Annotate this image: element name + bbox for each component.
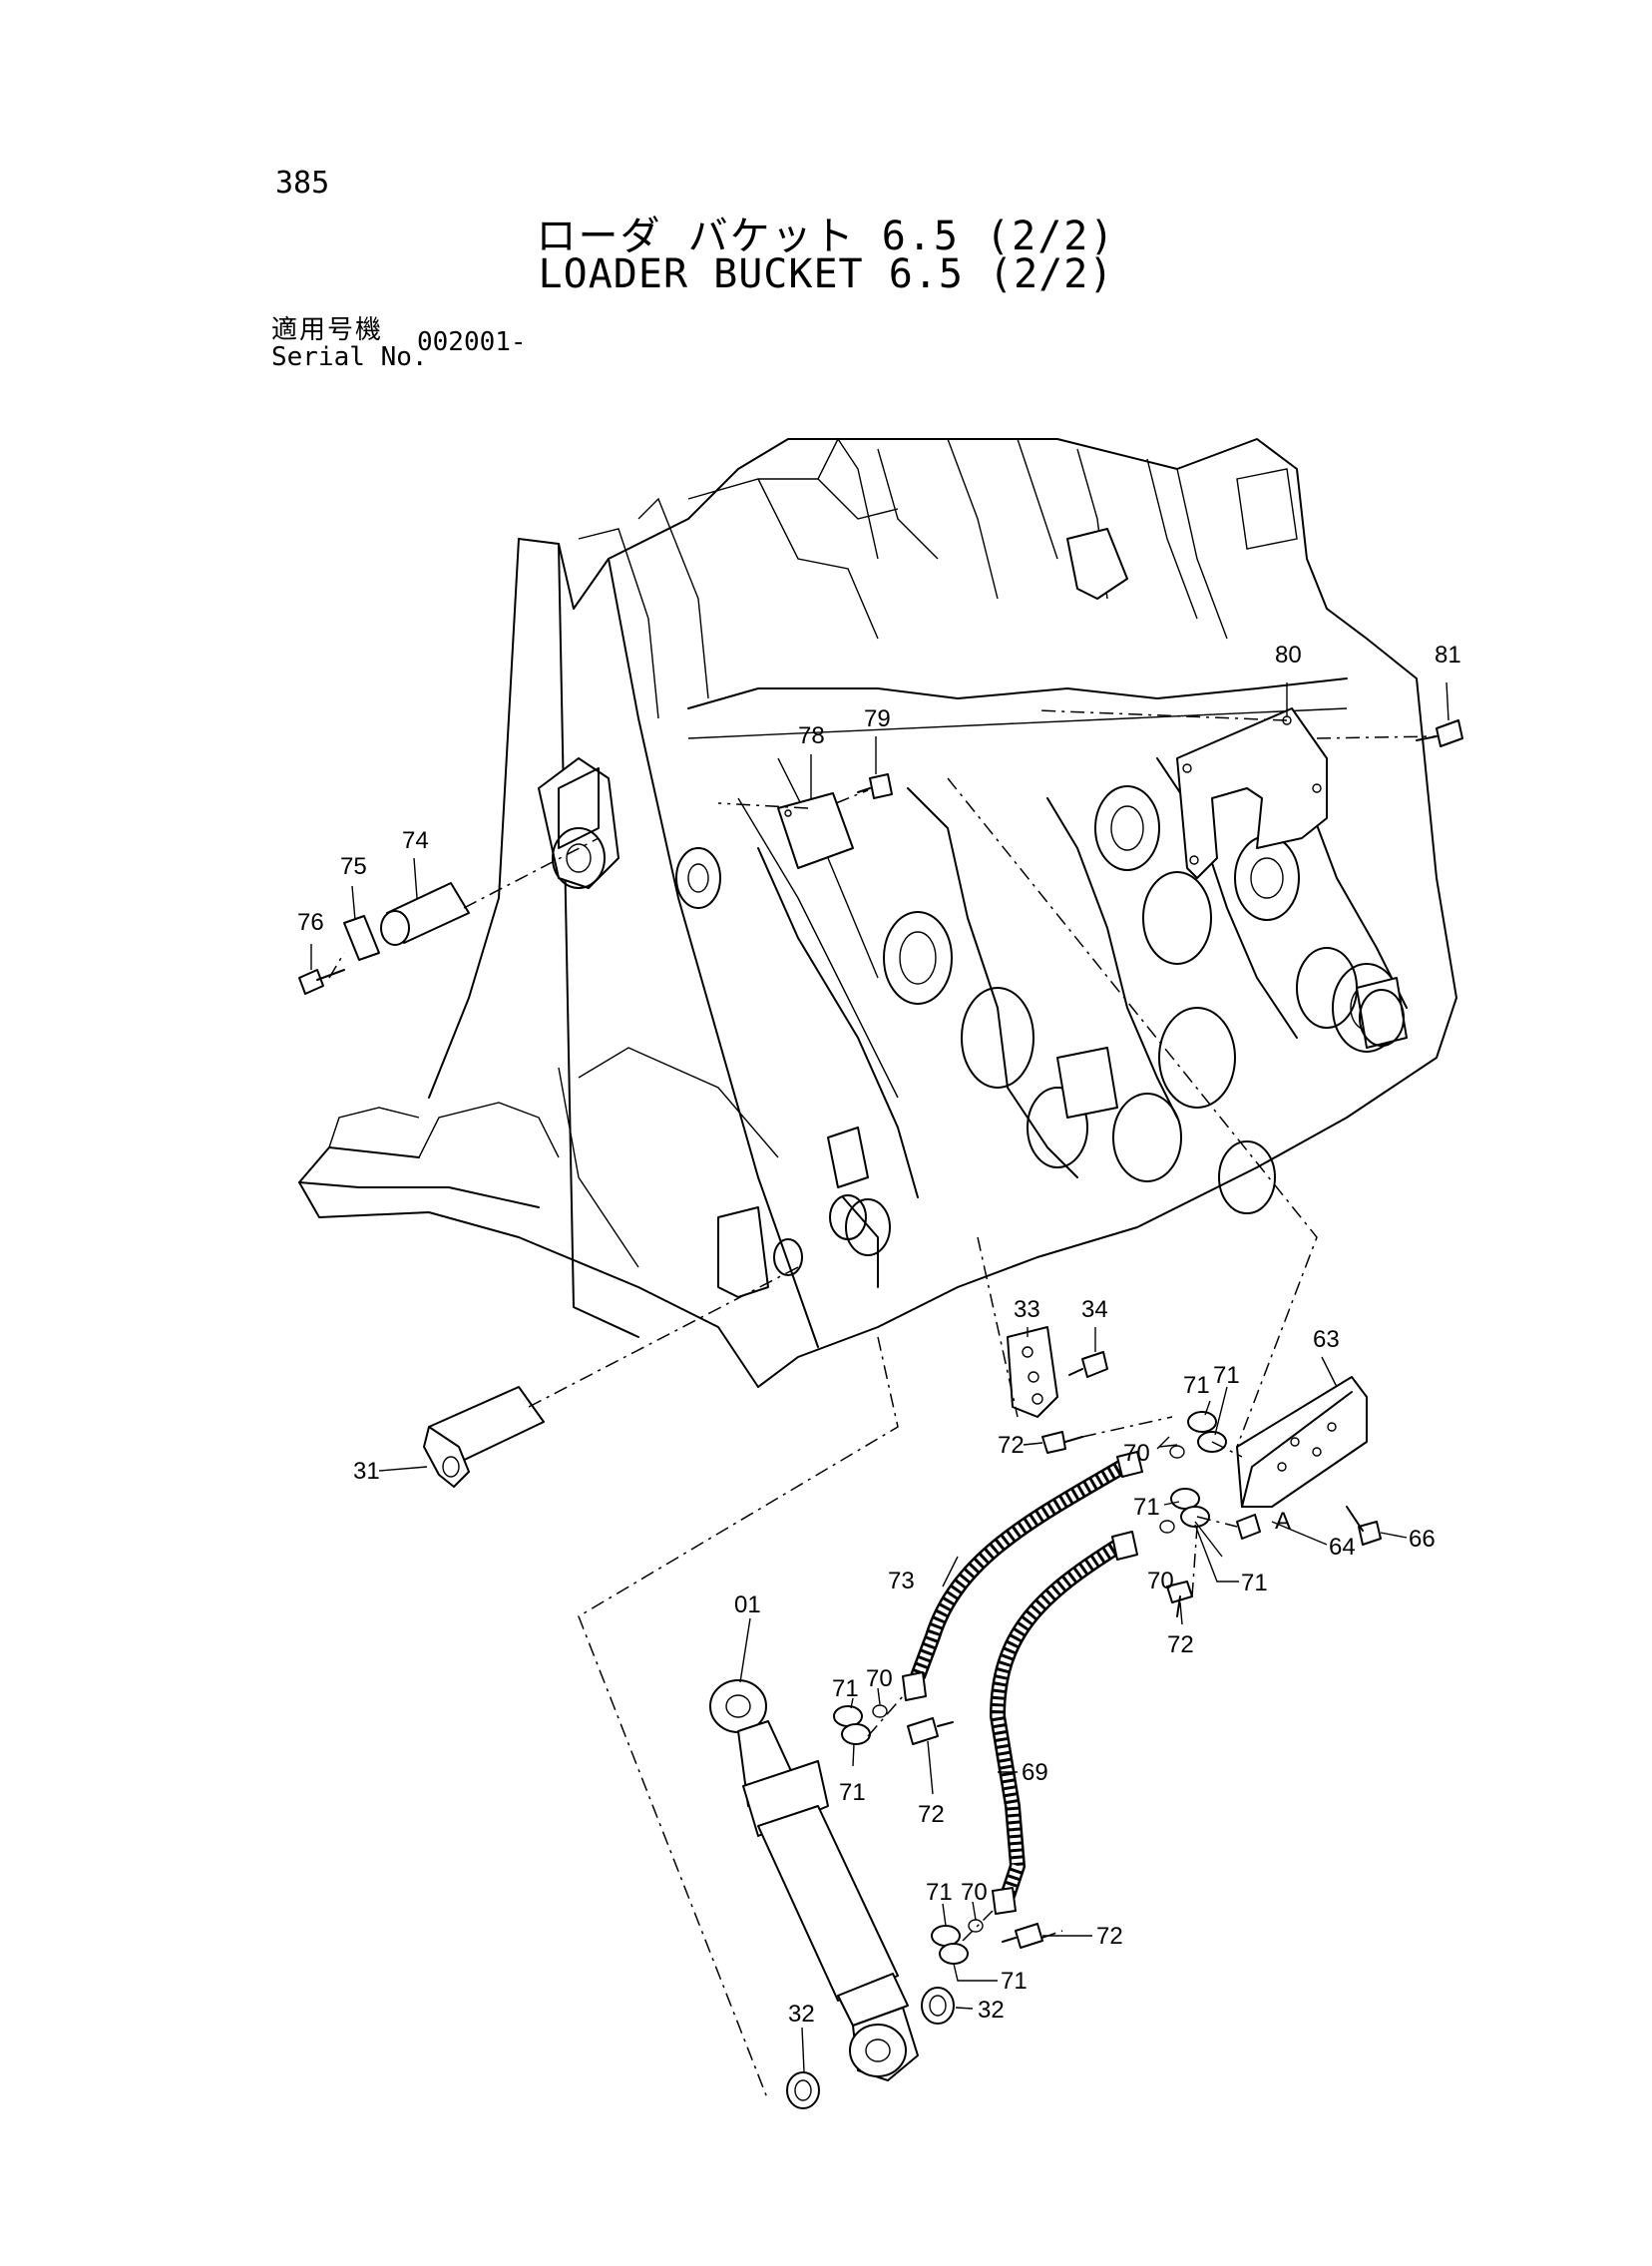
callout-01: 01 <box>734 1591 761 1618</box>
callout-80: 80 <box>1275 642 1302 669</box>
callout-72a: 72 <box>998 1432 1025 1459</box>
bucket-body <box>298 437 1457 1388</box>
hose-69 <box>989 1531 1138 1915</box>
callout-66: 66 <box>1409 1526 1436 1553</box>
bracket-33 <box>1007 1326 1058 1418</box>
callout-75: 75 <box>340 853 367 880</box>
callout-76: 76 <box>297 909 324 936</box>
bolt-34 <box>1068 1351 1108 1378</box>
callout-32a: 32 <box>788 2001 815 2028</box>
callout-72d: 72 <box>1096 1923 1123 1950</box>
serial-number: 002001- <box>417 327 527 357</box>
callout-72c: 72 <box>918 1801 945 1828</box>
callout-32b: 32 <box>978 1997 1005 2024</box>
callout-81: 81 <box>1435 642 1461 669</box>
callout-70d: 70 <box>961 1879 988 1906</box>
page-title-english: LOADER BUCKET 6.5 (2/2) <box>538 251 1114 297</box>
callout-view-a: A <box>1275 1508 1291 1535</box>
seals-32 <box>786 1987 955 2109</box>
callout-78: 78 <box>798 722 825 749</box>
callout-71f: 71 <box>839 1779 866 1806</box>
bolt-76 <box>298 969 345 995</box>
part-callouts: 81 80 78 79 74 75 76 31 33 34 63 64 66 6… <box>297 642 1461 2028</box>
cover-plate-80 <box>1176 707 1328 879</box>
callout-71b: 71 <box>1213 1362 1240 1389</box>
valve-block-63 <box>1236 1376 1368 1508</box>
cover-plate-78 <box>777 792 854 869</box>
callout-71g: 71 <box>926 1879 953 1906</box>
callout-70c: 70 <box>866 1665 893 1692</box>
cylinder-01 <box>709 1679 919 2081</box>
plate-75 <box>343 915 380 961</box>
callout-71h: 71 <box>1001 1968 1028 1995</box>
serial-label-japanese: 適用号機 <box>271 315 384 345</box>
assembly-lines <box>328 709 1438 2101</box>
bolt-66 <box>1346 1506 1382 1546</box>
callout-64: 64 <box>1329 1534 1356 1561</box>
callout-34: 34 <box>1081 1296 1108 1323</box>
fitting-64 <box>1236 1514 1261 1540</box>
callout-33: 33 <box>1014 1296 1040 1323</box>
callout-31: 31 <box>353 1458 380 1485</box>
page-title-japanese: ローダ バケット 6.5 (2/2) <box>536 214 1116 259</box>
page-number: 385 <box>275 166 330 201</box>
callout-79: 79 <box>864 705 891 732</box>
flange-clamp-set-lower <box>833 1704 984 1965</box>
callout-73: 73 <box>888 1568 915 1594</box>
callout-71a: 71 <box>1183 1372 1210 1399</box>
callout-71c: 71 <box>1133 1494 1160 1521</box>
callout-69: 69 <box>1022 1759 1048 1786</box>
callout-70b: 70 <box>1147 1568 1174 1594</box>
callout-74: 74 <box>402 827 429 854</box>
pin-31 <box>423 1386 545 1488</box>
serial-label-english: Serial No. <box>271 342 428 372</box>
hose-73 <box>902 1451 1143 1701</box>
leader-lines <box>310 681 1449 2072</box>
bolt-79 <box>857 773 893 799</box>
callout-71e: 71 <box>832 1675 859 1702</box>
pin-74 <box>380 882 470 946</box>
callout-70a: 70 <box>1123 1440 1150 1467</box>
callout-72b: 72 <box>1167 1631 1194 1658</box>
callout-63: 63 <box>1313 1326 1340 1353</box>
callout-71d: 71 <box>1241 1570 1268 1596</box>
